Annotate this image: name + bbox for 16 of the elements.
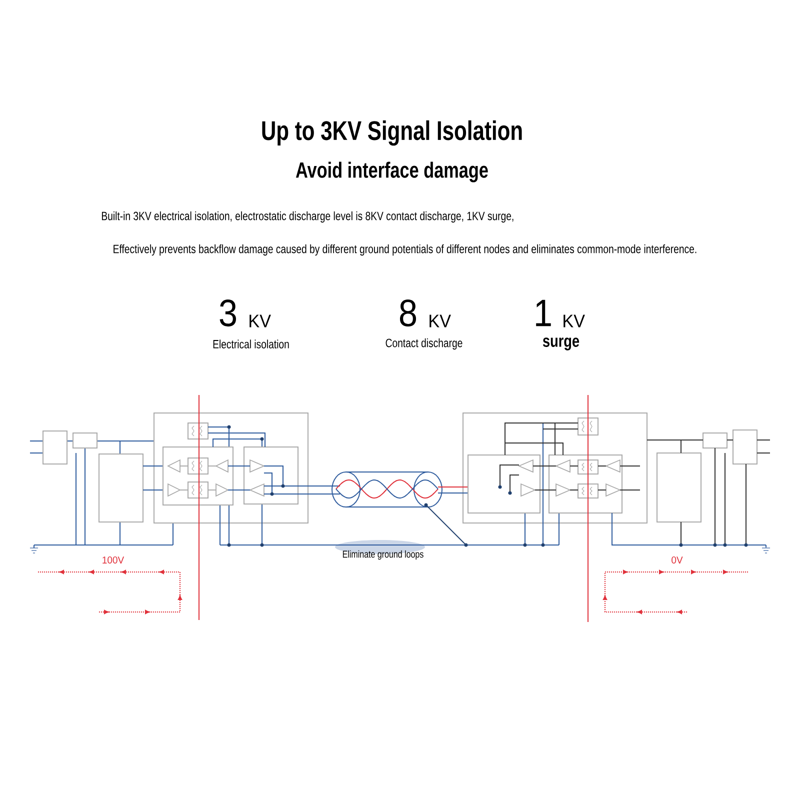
- unit-label: KV: [564, 314, 585, 328]
- spec-label: surge: [542, 338, 580, 350]
- voltage-label: 0V: [672, 556, 683, 564]
- unit-label: KV: [430, 314, 451, 328]
- spec-value: 3: [220, 300, 236, 326]
- title: Up to 3KV Signal Isolation: [262, 120, 522, 146]
- unit-label: KV: [250, 314, 271, 328]
- voltage-label: 100V: [102, 556, 124, 564]
- description-text: Effectively prevents backflow damage caused by different ground potentials of different nodes and eliminates common-mode interference.: [114, 244, 696, 256]
- spec-label: Electrical isolation: [213, 340, 289, 348]
- spec-value: 1: [536, 300, 551, 326]
- description-text: Built-in 3KV electrical isolation, electrostatic discharge level is 8KV contact discharge, 1KV surge,: [102, 211, 514, 223]
- spec-value: 8: [400, 300, 416, 326]
- note-text: Eliminate ground loops: [342, 550, 424, 560]
- spec-label: Contact discharge: [386, 338, 462, 350]
- subtitle: Avoid interface damage: [296, 162, 488, 182]
